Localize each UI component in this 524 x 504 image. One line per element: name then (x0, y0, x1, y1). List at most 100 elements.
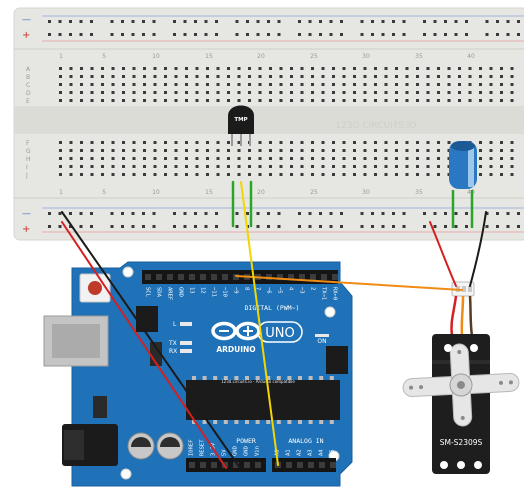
breadboard-hole[interactable] (227, 75, 230, 78)
terminal-holes[interactable] (59, 67, 514, 176)
digital-pin-hole[interactable] (321, 274, 327, 280)
breadboard-hole[interactable] (216, 99, 220, 102)
breadboard-hole[interactable] (342, 75, 346, 78)
breadboard-hole[interactable] (510, 173, 514, 176)
breadboard-hole[interactable] (374, 67, 377, 70)
breadboard-hole[interactable] (374, 75, 377, 78)
rail-hole[interactable] (506, 225, 510, 228)
breadboard-hole[interactable] (489, 67, 493, 70)
rail-hole[interactable] (79, 212, 83, 215)
breadboard-hole[interactable] (111, 91, 115, 94)
rail-hole[interactable] (444, 225, 447, 228)
rail-hole[interactable] (360, 33, 364, 36)
rail-hole[interactable] (433, 33, 437, 36)
breadboard-hole[interactable] (143, 157, 146, 160)
breadboard-hole[interactable] (426, 165, 430, 168)
breadboard-hole[interactable] (300, 165, 304, 168)
breadboard-hole[interactable] (111, 75, 115, 78)
breadboard-hole[interactable] (216, 141, 220, 144)
breadboard-hole[interactable] (479, 157, 482, 160)
breadboard-hole[interactable] (269, 83, 272, 86)
breadboard-hole[interactable] (353, 67, 356, 70)
breadboard-hole[interactable] (227, 165, 230, 168)
rail-hole[interactable] (194, 212, 197, 215)
rail-hole[interactable] (131, 33, 135, 36)
breadboard-hole[interactable] (363, 141, 367, 144)
rail-hole[interactable] (58, 212, 62, 215)
breadboard-hole[interactable] (237, 91, 241, 94)
breadboard-hole[interactable] (216, 75, 220, 78)
breadboard-hole[interactable] (174, 149, 178, 152)
breadboard-hole[interactable] (122, 173, 125, 176)
rail-hole[interactable] (194, 33, 197, 36)
breadboard-hole[interactable] (416, 165, 419, 168)
breadboard-hole[interactable] (101, 149, 104, 152)
breadboard-hole[interactable] (479, 83, 482, 86)
breadboard-hole[interactable] (143, 149, 146, 152)
rail-hole[interactable] (69, 33, 72, 36)
breadboard-hole[interactable] (384, 99, 388, 102)
breadboard-hole[interactable] (300, 67, 304, 70)
breadboard-hole[interactable] (59, 67, 62, 70)
breadboard-hole[interactable] (101, 91, 104, 94)
rail-hole[interactable] (142, 225, 145, 228)
rail-hole[interactable] (319, 33, 322, 36)
rail-hole[interactable] (308, 20, 312, 23)
breadboard-hole[interactable] (416, 173, 419, 176)
breadboard-hole[interactable] (342, 149, 346, 152)
power-pin-hole[interactable] (255, 462, 261, 468)
breadboard-hole[interactable] (195, 83, 199, 86)
rail-hole[interactable] (204, 225, 208, 228)
rail-hole[interactable] (329, 225, 333, 228)
rail-hole[interactable] (121, 212, 124, 215)
breadboard-hole[interactable] (279, 165, 283, 168)
rail-hole[interactable] (465, 212, 468, 215)
breadboard-hole[interactable] (395, 75, 398, 78)
breadboard-hole[interactable] (258, 67, 262, 70)
breadboard-hole[interactable] (290, 149, 293, 152)
breadboard-hole[interactable] (132, 157, 136, 160)
rail-hole[interactable] (340, 20, 343, 23)
wire-sensor-signal-yellow[interactable] (240, 181, 279, 466)
breadboard-hole[interactable] (437, 157, 440, 160)
breadboard-hole[interactable] (395, 141, 398, 144)
rail-hole[interactable] (131, 212, 135, 215)
breadboard-hole[interactable] (227, 99, 230, 102)
breadboard-hole[interactable] (80, 149, 83, 152)
breadboard-hole[interactable] (153, 67, 157, 70)
breadboard-hole[interactable] (510, 91, 514, 94)
breadboard-hole[interactable] (342, 157, 346, 160)
breadboard-hole[interactable] (227, 91, 230, 94)
breadboard-hole[interactable] (248, 149, 251, 152)
breadboard-hole[interactable] (447, 99, 451, 102)
rail-hole[interactable] (517, 225, 520, 228)
breadboard-hole[interactable] (374, 173, 377, 176)
breadboard-hole[interactable] (279, 149, 283, 152)
breadboard-hole[interactable] (384, 67, 388, 70)
breadboard-hole[interactable] (437, 173, 440, 176)
breadboard-hole[interactable] (458, 99, 461, 102)
digital-pin-hole[interactable] (145, 274, 151, 280)
breadboard-hole[interactable] (237, 75, 241, 78)
rail-hole[interactable] (215, 33, 218, 36)
rail-hole[interactable] (267, 212, 270, 215)
breadboard-hole[interactable] (374, 165, 377, 168)
breadboard-hole[interactable] (80, 165, 83, 168)
breadboard-hole[interactable] (489, 99, 493, 102)
breadboard-hole[interactable] (101, 99, 104, 102)
rail-hole[interactable] (110, 20, 114, 23)
breadboard-hole[interactable] (143, 141, 146, 144)
breadboard-hole[interactable] (332, 75, 335, 78)
breadboard-hole[interactable] (468, 83, 472, 86)
breadboard-hole[interactable] (279, 173, 283, 176)
rail-hole[interactable] (381, 20, 385, 23)
rail-hole[interactable] (69, 20, 72, 23)
digital-pin-hole[interactable] (156, 274, 162, 280)
rail-hole[interactable] (110, 225, 114, 228)
breadboard-hole[interactable] (195, 149, 199, 152)
breadboard-hole[interactable] (300, 75, 304, 78)
rail-hole[interactable] (173, 20, 176, 23)
breadboard-hole[interactable] (122, 75, 125, 78)
power-pin-hole[interactable] (189, 462, 195, 468)
breadboard-hole[interactable] (248, 173, 251, 176)
